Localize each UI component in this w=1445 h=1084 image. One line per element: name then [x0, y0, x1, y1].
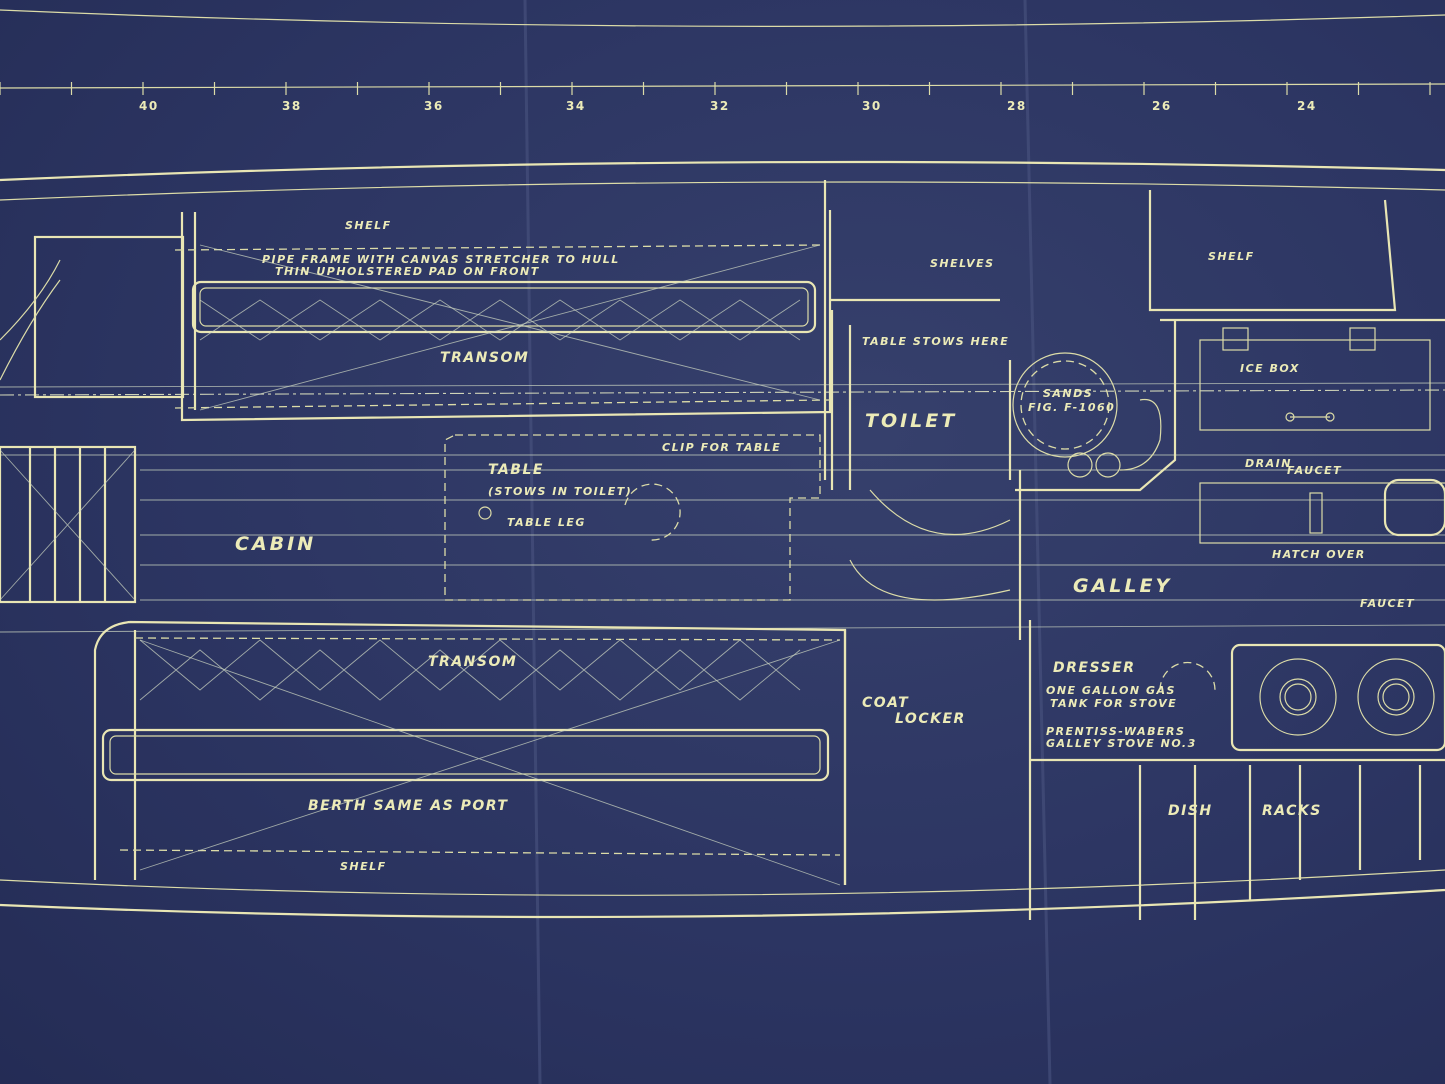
label-ice-box: ICE BOX — [1240, 362, 1300, 375]
companion-ladder — [0, 445, 137, 604]
label-locker: LOCKER — [895, 711, 966, 727]
label-stove: PRENTISS-WABERS — [1046, 725, 1185, 738]
label-transom-stbd: TRANSOM — [428, 654, 517, 670]
label-clip-for-table: CLIP FOR TABLE — [662, 441, 781, 454]
galley-stove — [1230, 643, 1445, 752]
label-shelves: SHELVES — [930, 257, 995, 270]
label-stows-in-toilet: (STOWS IN TOILET) — [488, 485, 632, 498]
label-racks: RACKS — [1262, 803, 1322, 819]
hull-curve — [0, 259, 61, 381]
galley-structure — [1030, 190, 1445, 920]
label-table-stows-here: TABLE STOWS HERE — [862, 335, 1009, 348]
ruler-tick-label: 24 — [1297, 99, 1317, 113]
hull-outline-stbd — [0, 888, 1445, 919]
label-stove-2: GALLEY STOVE NO.3 — [1046, 737, 1197, 750]
label-transom-port: TRANSOM — [440, 350, 529, 366]
ruler-tick-label: 30 — [862, 99, 882, 113]
hull-inner-port — [0, 181, 1445, 201]
label-hatch-over: HATCH OVER — [1272, 548, 1366, 561]
label-toilet: TOILET — [865, 410, 957, 432]
label-sands-fig: FIG. F-1060 — [1028, 401, 1115, 414]
label-berth-same-as-port: BERTH SAME AS PORT — [308, 798, 508, 814]
label-dresser: DRESSER — [1053, 660, 1135, 676]
port-berth — [174, 180, 832, 480]
ice-box — [1199, 339, 1431, 431]
label-faucet: FAUCET — [1287, 464, 1342, 477]
label-shelf-galley: SHELF — [1208, 250, 1255, 263]
starboard-berth — [93, 620, 847, 886]
label-cabin: CABIN — [235, 533, 316, 555]
deck-lines — [0, 382, 1445, 633]
fold-crease — [1023, 0, 1052, 1084]
label-sands: SANDS — [1043, 387, 1093, 400]
label-dish: DISH — [1168, 803, 1213, 819]
label-table: TABLE — [488, 462, 544, 478]
center-dash-line — [0, 389, 1445, 396]
label-drain: DRAIN — [1245, 457, 1292, 470]
ruler-tick-label: 38 — [282, 99, 302, 113]
toilet-compartment — [830, 298, 1177, 920]
hull-inner-stbd — [0, 869, 1445, 896]
label-shelf-top: SHELF — [345, 219, 392, 232]
ruler-tick-label: 36 — [424, 99, 444, 113]
sheer-line — [0, 9, 1445, 27]
fold-crease — [523, 0, 542, 1084]
ruler-tick-label: 40 — [139, 99, 159, 113]
label-galley: GALLEY — [1073, 575, 1172, 597]
label-pipe-frame: PIPE FRAME WITH CANVAS STRETCHER TO HULL — [262, 253, 620, 266]
forward-locker — [33, 235, 185, 399]
hull-outline-port — [0, 160, 1445, 182]
station-ruler — [0, 83, 1445, 89]
ruler-tick-label: 28 — [1007, 99, 1027, 113]
label-faucet-2: FAUCET — [1360, 597, 1415, 610]
table-leg-marker — [478, 506, 492, 520]
label-coat: COAT — [862, 695, 909, 711]
label-pipe-frame-2: THIN UPHOLSTERED PAD ON FRONT — [275, 265, 540, 278]
table-leg-swing — [624, 483, 681, 541]
ruler-tick-label: 34 — [566, 99, 586, 113]
ruler-tick-label: 26 — [1152, 99, 1172, 113]
label-gas-tank: ONE GALLON GAS — [1046, 684, 1176, 697]
label-shelf-bottom: SHELF — [340, 860, 387, 873]
ladder-cross — [0, 449, 136, 601]
cabin-table — [444, 434, 821, 601]
ruler-tick-label: 32 — [710, 99, 730, 113]
ruler-ticks: 40 38 36 34 32 30 28 26 24 — [0, 82, 1431, 113]
label-table-leg: TABLE LEG — [507, 516, 586, 529]
label-gas-tank-2: TANK FOR STOVE — [1050, 697, 1177, 710]
